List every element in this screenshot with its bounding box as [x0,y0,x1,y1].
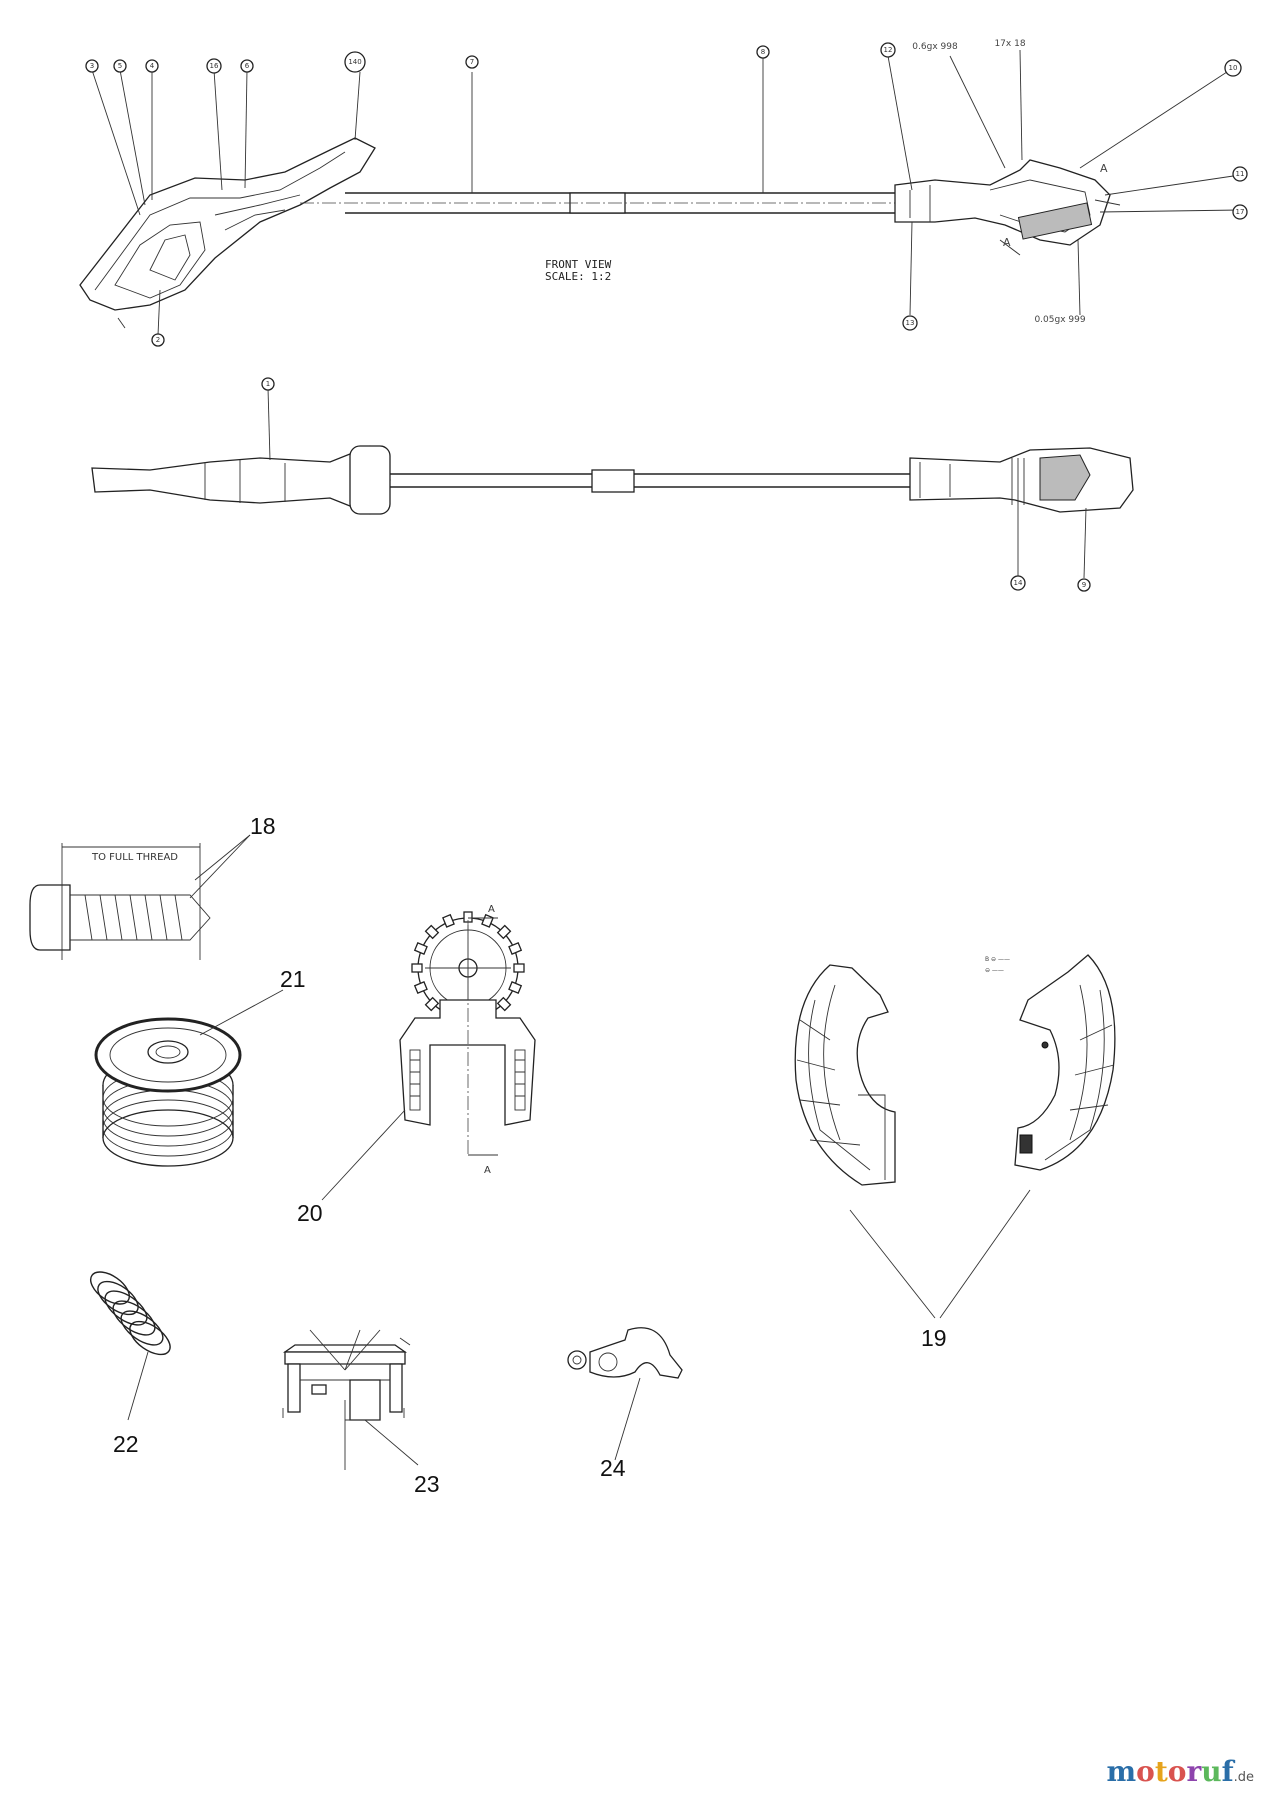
callout-14: 14 [1014,579,1023,587]
label-18: 18 [250,813,276,839]
callout-9: 9 [1082,581,1086,589]
gear-tooth [508,981,523,994]
callout-999: 0.05gx 999 [1034,315,1085,325]
label-21: 21 [280,966,306,992]
callout-998: 0.6gx 998 [912,42,958,52]
part-19-guard: B ⊖ —— ⊖ —— 19 [794,954,1116,1351]
part-24-lever: 24 [567,1327,683,1481]
label-19: 19 [921,1325,947,1351]
part-23-cap: 23 [282,1329,440,1497]
callout-4: 4 [150,62,155,70]
part-21-spool: 21 [94,966,306,1167]
part-22-spring: 22 [90,1271,171,1457]
guard-spec-b: ⊖ —— [985,967,1004,974]
callout-140: 140 [348,58,361,66]
callout-6: 6 [245,62,250,70]
gear-tooth [513,963,525,973]
callout-2: 2 [156,336,160,344]
gear-tooth [508,942,523,955]
callout-11: 11 [1236,170,1245,178]
callout-10: 10 [1229,64,1238,72]
callout-12: 12 [884,46,893,54]
callout-18-qty: 17x 18 [994,39,1025,49]
part-20-spool-holder: A A 20 [297,904,536,1226]
section-marker-top: A [488,904,495,915]
gear-tooth [424,996,440,1012]
gear-tooth [411,963,423,973]
guard-spec-a: B ⊖ —— [985,956,1010,963]
callout-3: 3 [90,62,94,70]
label-20: 20 [297,1200,323,1226]
trimmer-front-view: A A FRONT VIEW SCALE: 1:2 3 5 [79,39,1248,347]
callout-5: 5 [118,62,122,70]
gear-tooth [496,924,512,940]
gear-tooth [496,996,512,1012]
label-24: 24 [600,1455,626,1481]
gear-tooth [442,913,455,928]
brand-logo: motoruf.de [1106,1755,1254,1788]
label-22: 22 [113,1431,139,1457]
callout-circles: 3 5 4 16 6 140 7 8 12 0.6gx 998 17x 18 1… [85,39,1248,347]
callout-8: 8 [761,48,765,56]
label-23: 23 [414,1471,440,1497]
callout-13: 13 [906,319,915,327]
callout-17: 17 [1236,208,1245,216]
gear-tooth [413,942,428,955]
section-marker-bottom: A [484,1165,491,1176]
part-18-screw: TO FULL THREAD 18 [29,813,276,960]
callout-16: 16 [210,62,219,70]
view-note-line2: SCALE: 1:2 [545,270,611,283]
view-note-line1: FRONT VIEW [545,258,612,271]
trimmer-top-view: 1 14 9 [91,377,1134,592]
svg-text:A: A [1003,236,1011,249]
screw-note: TO FULL THREAD [91,852,178,863]
svg-text:A: A [1100,162,1108,175]
callout-1: 1 [266,380,270,388]
gear-tooth [413,981,428,994]
callout-7: 7 [470,58,474,66]
gear-tooth [424,924,440,940]
